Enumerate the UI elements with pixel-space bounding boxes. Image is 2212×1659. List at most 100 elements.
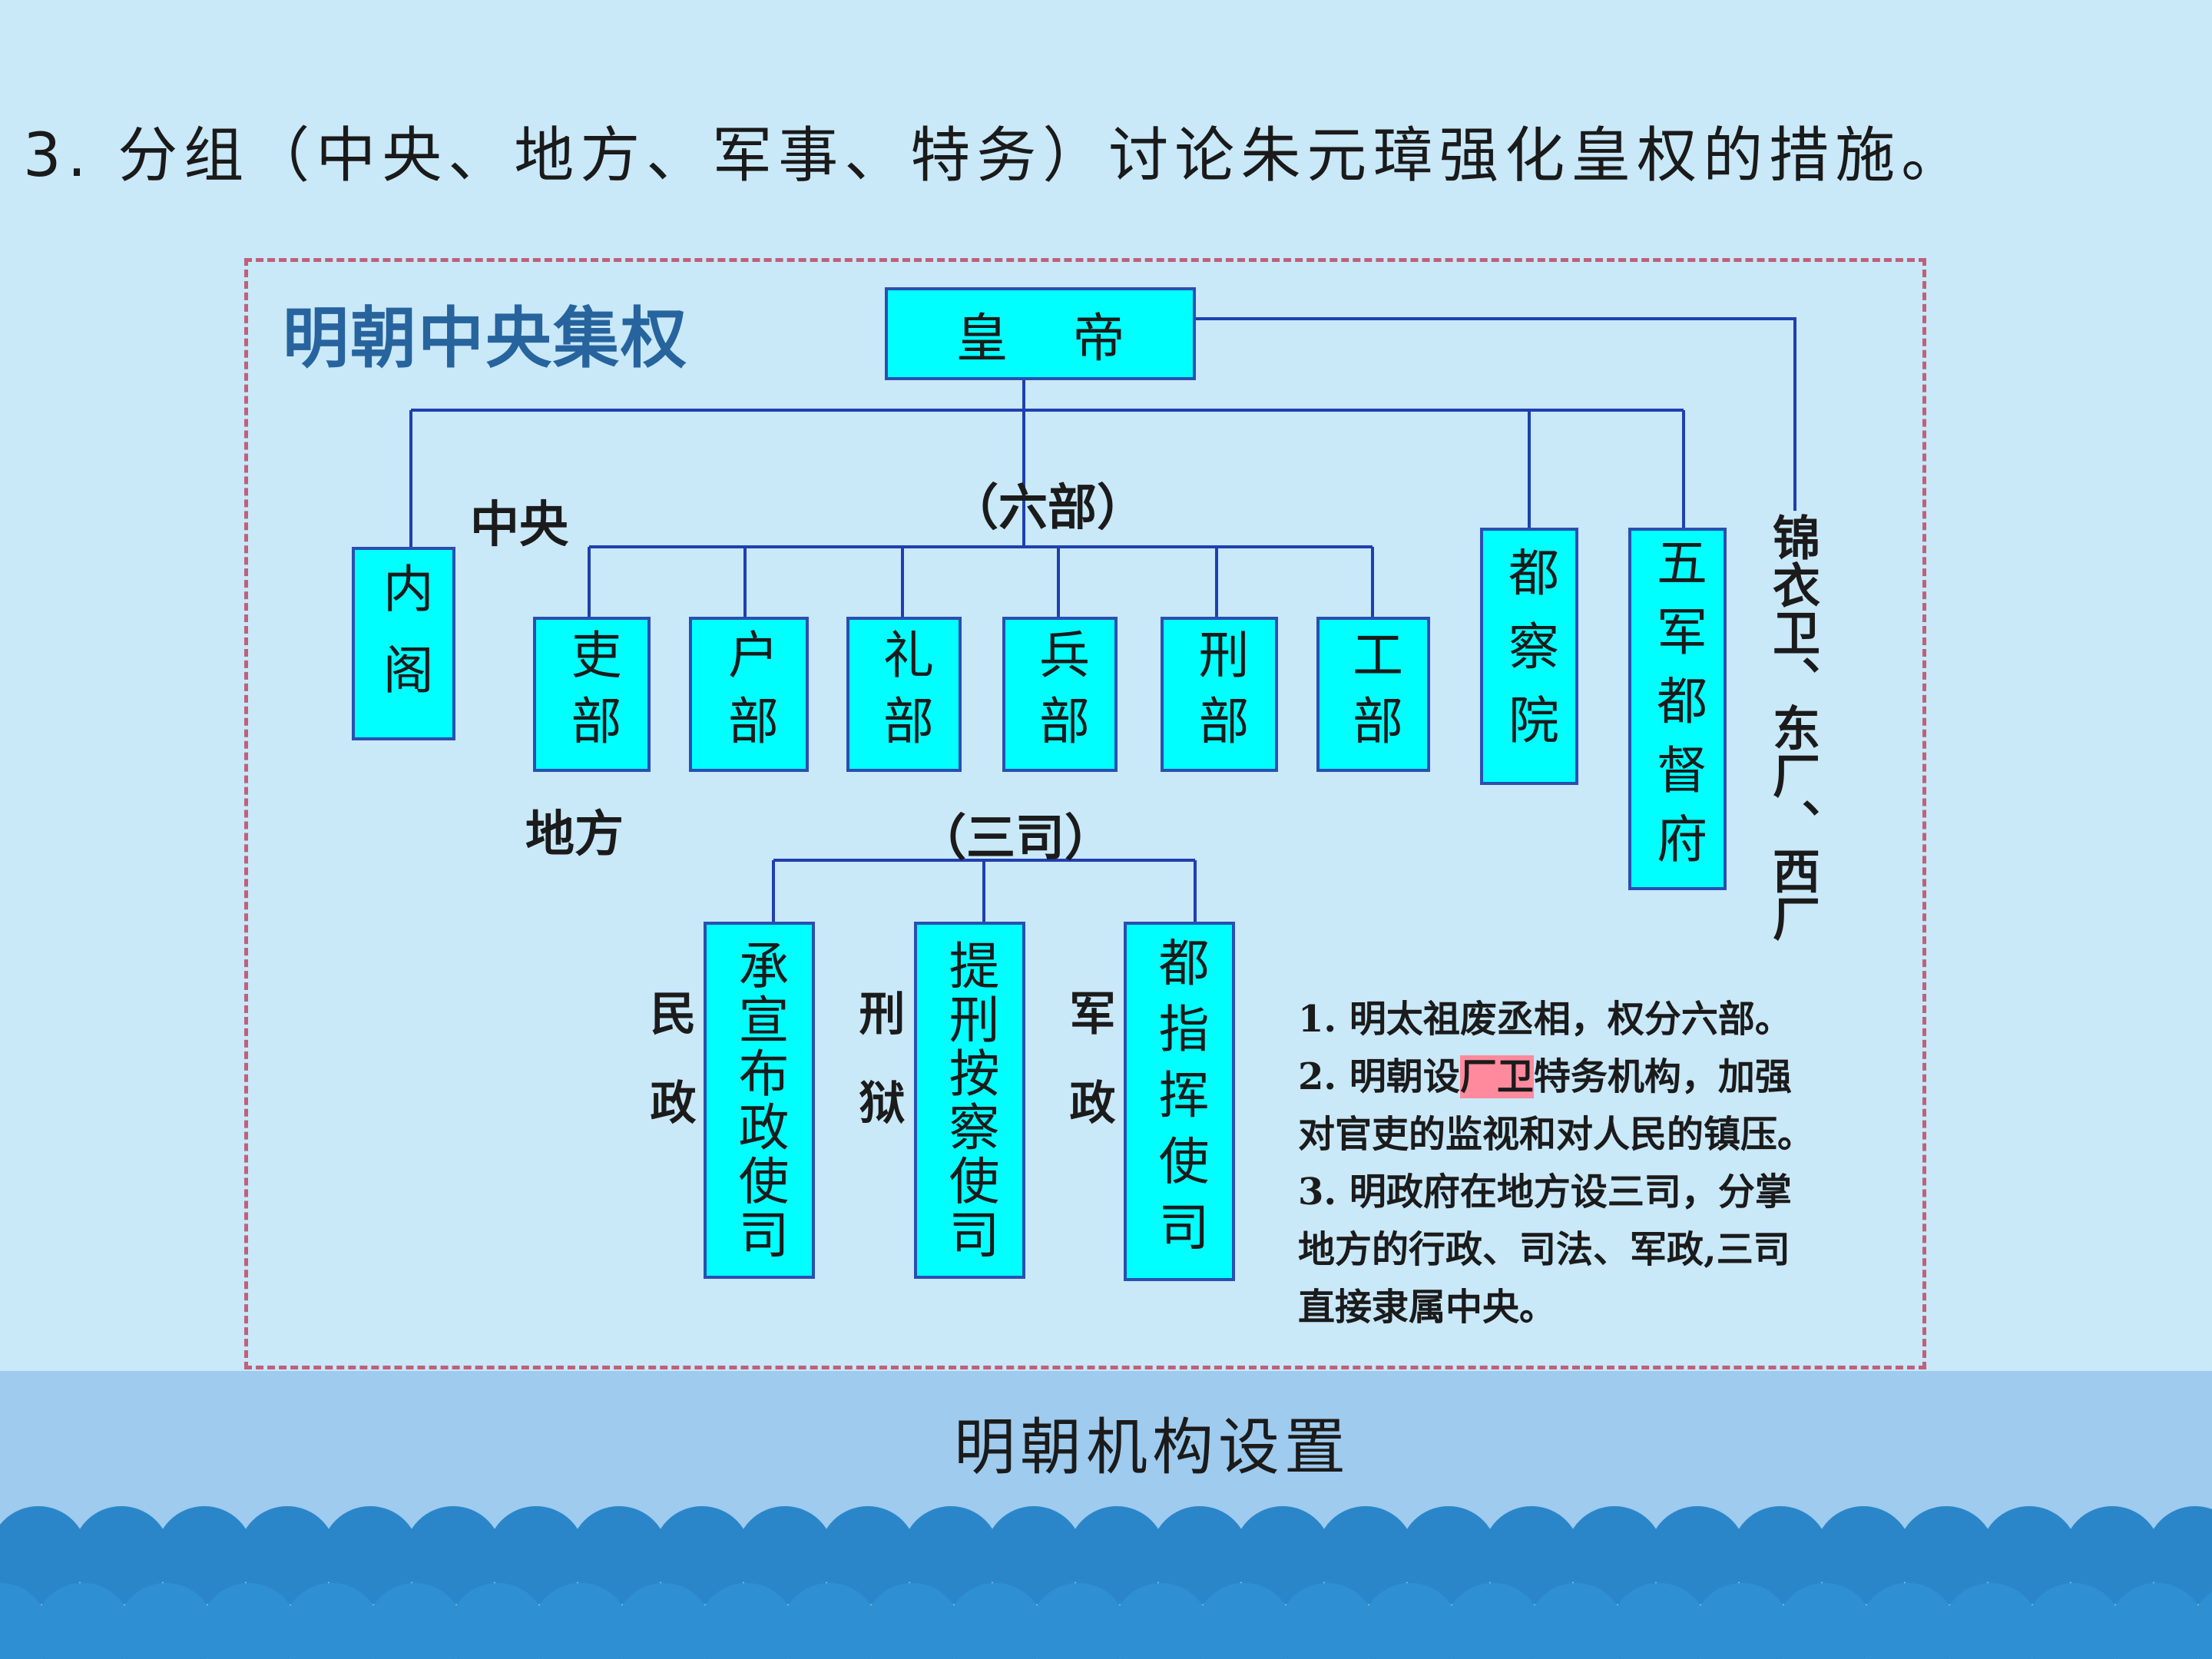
notes-block: 1. 明太祖废丞相，权分六部。 2. 明朝设厂卫特务机构，加强 对官吏的监视和对… [1298, 991, 1905, 1336]
wave-circle [653, 1506, 751, 1604]
central-label: 中央 [470, 496, 568, 554]
wave-circle [780, 1583, 879, 1659]
wave-circle [697, 1583, 796, 1659]
wave-circle [238, 1506, 336, 1604]
wave-circle [404, 1506, 502, 1604]
wave-circle [449, 1583, 547, 1659]
wave-circle [117, 1583, 215, 1659]
note-highlight: 厂卫 [1459, 1055, 1534, 1098]
office-role-minzheng: 民政 [642, 989, 696, 1167]
duchayuan-label: 都察院 [1500, 545, 1559, 767]
page-heading: 3. 分组（中央、地方、军事、特务）讨论朱元璋强化皇权的措施。 [23, 121, 1968, 190]
wave-circle [1444, 1583, 1542, 1659]
jinyiwei-label: 锦衣卫、东厂、西厂 [1764, 513, 1820, 942]
wave-circle [2025, 1583, 2123, 1659]
wave-circle [1068, 1506, 1166, 1604]
wave-circle [985, 1506, 1083, 1604]
wave-circle [200, 1583, 298, 1659]
office-role-xingyu: 刑狱 [851, 989, 905, 1167]
wave-circle [570, 1506, 668, 1604]
wave-circle [531, 1583, 630, 1659]
wave-circle [736, 1506, 834, 1604]
wave-circle [155, 1506, 253, 1604]
wave-circle [1399, 1506, 1498, 1604]
wujun-label: 五军都督府 [1648, 536, 1707, 882]
wave-circle [1029, 1583, 1128, 1659]
wave-circle [1648, 1506, 1747, 1604]
note-text: 特务机构，加强 [1533, 1055, 1792, 1098]
local-label: 地方 [525, 806, 624, 863]
wave-circle [819, 1506, 917, 1604]
three-offices-label: （三司） [917, 810, 1114, 867]
wave-circle [614, 1583, 713, 1659]
emperor-label: 皇帝 [955, 309, 1190, 369]
wave-circle [1278, 1583, 1376, 1659]
wave-circle [366, 1583, 464, 1659]
wave-circle [2063, 1506, 2161, 1604]
wave-circle [2108, 1583, 2206, 1659]
ministry-label: 工部 [1344, 628, 1403, 760]
wave-circle [2146, 1506, 2212, 1604]
note-line: 直接隶属中央。 [1298, 1286, 1557, 1329]
ministry-label: 兵部 [1031, 628, 1090, 760]
wave-circle [1731, 1506, 1830, 1604]
wave-circle [321, 1506, 419, 1604]
wave-circle [1316, 1506, 1415, 1604]
wave-circle [1980, 1506, 2078, 1604]
note-line: 地方的行政、司法、军政,三司 [1298, 1228, 1790, 1271]
ministry-box-xing: 刑部 [1161, 617, 1278, 772]
caption: 明朝机构设置 [954, 1412, 1350, 1483]
wave-circle [0, 1506, 88, 1604]
office-role-junzheng: 军政 [1061, 989, 1115, 1167]
wave-circle [1776, 1583, 1874, 1659]
wave-circle [863, 1583, 962, 1659]
diagram-title: 明朝中央集权 [283, 300, 688, 377]
note-line: 1. 明太祖废丞相，权分六部。 [1298, 998, 1792, 1041]
neige-label: 内阁 [374, 562, 434, 725]
wave-circle [1233, 1506, 1332, 1604]
note-line: 3. 明政府在地方设三司，分掌 [1298, 1171, 1792, 1214]
wave-circle [1361, 1583, 1459, 1659]
office-label: 提刑按察使司 [940, 939, 1000, 1262]
wave-circle [1859, 1583, 1957, 1659]
wave-circle [1897, 1506, 1995, 1604]
wave-circle [946, 1583, 1045, 1659]
ministry-label: 户部 [720, 628, 779, 760]
office-box-buzheng: 承宣布政使司 [704, 922, 815, 1279]
wave-circle [283, 1583, 381, 1659]
wave-circle [1942, 1583, 2040, 1659]
ministry-label: 礼部 [875, 628, 934, 760]
note-line: 对官吏的监视和对人民的镇压。 [1298, 1113, 1815, 1156]
wave-circle [1151, 1506, 1249, 1604]
wave-circle [34, 1583, 132, 1659]
office-box-anchashi: 提刑按察使司 [914, 922, 1025, 1279]
wujun-box: 五军都督府 [1628, 528, 1727, 890]
office-label: 承宣布政使司 [730, 939, 790, 1262]
note-text: 2. 明朝设 [1298, 1055, 1460, 1098]
ministry-label: 吏部 [562, 628, 622, 760]
wave-circle [72, 1506, 171, 1604]
ministry-box-bing: 兵部 [1002, 617, 1118, 772]
ministry-label: 刑部 [1190, 628, 1250, 760]
office-box-zhihuishi: 都指挥使司 [1124, 922, 1235, 1281]
wave-circle [1527, 1583, 1625, 1659]
ministry-box-hu: 户部 [689, 617, 809, 772]
diagram-frame [244, 258, 1926, 1369]
wave-circle [1195, 1583, 1293, 1659]
ministry-box-gong: 工部 [1316, 617, 1430, 772]
neige-box: 内阁 [352, 547, 455, 740]
wave-circle [902, 1506, 1000, 1604]
ministry-box-lii: 礼部 [846, 617, 962, 772]
wave-circle [1565, 1506, 1664, 1604]
emperor-box: 皇帝 [885, 287, 1196, 380]
wave-circle [1112, 1583, 1210, 1659]
wave-circle [1693, 1583, 1791, 1659]
office-label: 都指挥使司 [1150, 936, 1210, 1267]
six-ministries-label: （六部） [949, 479, 1146, 537]
wave-circle [1814, 1506, 1912, 1604]
wave-circle [1482, 1506, 1581, 1604]
wave-circle [1610, 1583, 1708, 1659]
wave-circle [2190, 1591, 2212, 1659]
